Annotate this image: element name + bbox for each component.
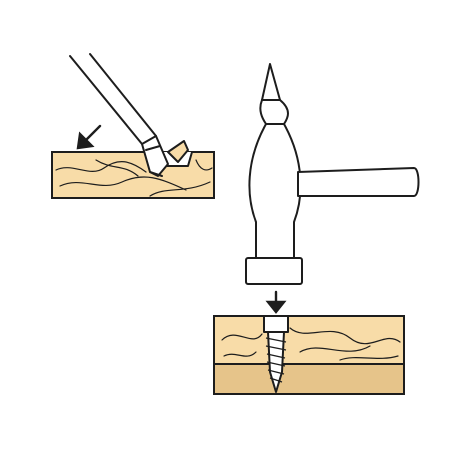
screw — [263, 315, 289, 393]
arrow-down-left-icon — [76, 124, 102, 150]
hammer-panel — [213, 63, 420, 395]
chisel-tool — [69, 53, 169, 177]
chisel-panel — [51, 53, 215, 199]
wood-board-right — [213, 315, 405, 395]
wood-board-left — [51, 140, 215, 199]
hammer-tool — [245, 63, 420, 285]
arrow-down-icon — [265, 290, 287, 314]
